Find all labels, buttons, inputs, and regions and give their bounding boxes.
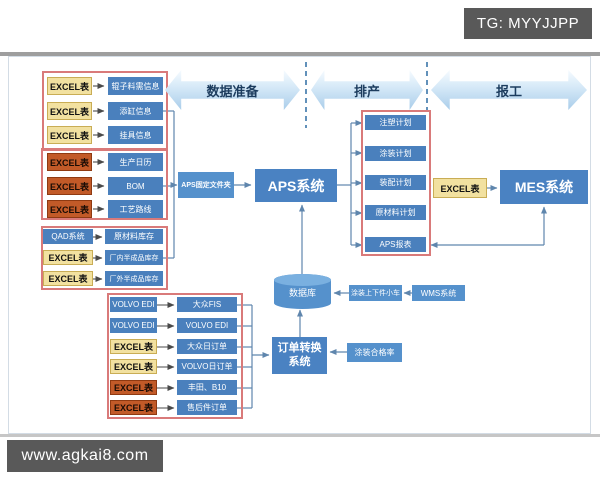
order-source-box: VOLVO EDI — [110, 297, 157, 312]
order-system-label-line1: 订单转换 — [277, 341, 322, 354]
target-box: 添缸信息 — [108, 102, 163, 120]
plan-box: APS报表 — [365, 237, 426, 252]
order-source-box: EXCEL表 — [110, 359, 157, 374]
target-box: 挂具信息 — [108, 126, 163, 144]
order-target-box: 丰田、B10 — [177, 380, 237, 395]
order-target-box: 大众日订单 — [177, 339, 237, 354]
group-basic-info — [42, 71, 168, 151]
order-target-box: 大众FIS — [177, 297, 237, 312]
plan-box: 注塑计划 — [365, 115, 426, 130]
group-inventory — [41, 226, 168, 290]
watermark-top-right: TG: MYYJJPP — [464, 8, 592, 39]
order-source-box: EXCEL表 — [110, 339, 157, 354]
excel-source-box: EXCEL表 — [43, 250, 93, 265]
database-cylinder: 数据库 — [274, 274, 331, 310]
database-label: 数据库 — [288, 288, 316, 298]
excel-source-box: EXCEL表 — [47, 177, 92, 195]
plan-box: 涂装计划 — [365, 146, 426, 161]
aps-system-box: APS系统 — [255, 169, 337, 202]
target-box: 厂内半成品库存 — [105, 250, 163, 265]
target-box: 原材料库存 — [105, 229, 163, 244]
cylinder-shape — [274, 274, 331, 309]
slide-bottom-edge — [0, 434, 600, 437]
watermark-bottom-left: www.agkai8.com — [7, 440, 163, 472]
target-box: 辊子料需信息 — [108, 77, 163, 95]
slide-top-edge — [0, 52, 600, 56]
order-target-box: 售后件订单 — [177, 400, 237, 415]
wms-system-box: WMS系统 — [412, 285, 465, 301]
group-master-data — [41, 148, 168, 220]
trolley-box: 涂装上下件小车 — [349, 285, 402, 301]
order-system-label-line2: 系统 — [288, 355, 311, 368]
excel-source-box: EXCEL表 — [47, 102, 92, 120]
excel-source-box: EXCEL表 — [47, 77, 92, 95]
pass-rate-box: 涂装合格率 — [347, 343, 402, 362]
order-source-box: EXCEL表 — [110, 380, 157, 395]
target-box: 生产日历 — [108, 153, 163, 171]
excel-source-box: EXCEL表 — [47, 126, 92, 144]
order-source-box: VOLVO EDI — [110, 318, 157, 333]
order-conversion-system-box: 订单转换 系统 — [272, 337, 327, 374]
excel-bridge-box: EXCEL表 — [433, 178, 487, 198]
plan-box: 原材料计划 — [365, 205, 426, 220]
target-box: 工艺路线 — [108, 200, 163, 218]
order-target-box: VOLVO EDI — [177, 318, 237, 333]
target-box: BOM — [108, 177, 163, 195]
excel-source-box: EXCEL表 — [47, 200, 92, 218]
target-box: 厂外半成品库存 — [105, 271, 163, 286]
aps-folder-box: APS固定文件夹 — [178, 172, 234, 198]
mes-system-box: MES系统 — [500, 170, 588, 204]
qad-system-box: QAD系统 — [43, 229, 93, 244]
order-target-box: VOLVO日订单 — [177, 359, 237, 374]
group-orders — [107, 293, 243, 419]
excel-source-box: EXCEL表 — [43, 271, 93, 286]
plan-box: 装配计划 — [365, 175, 426, 190]
order-source-box: EXCEL表 — [110, 400, 157, 415]
excel-source-box: EXCEL表 — [47, 153, 92, 171]
